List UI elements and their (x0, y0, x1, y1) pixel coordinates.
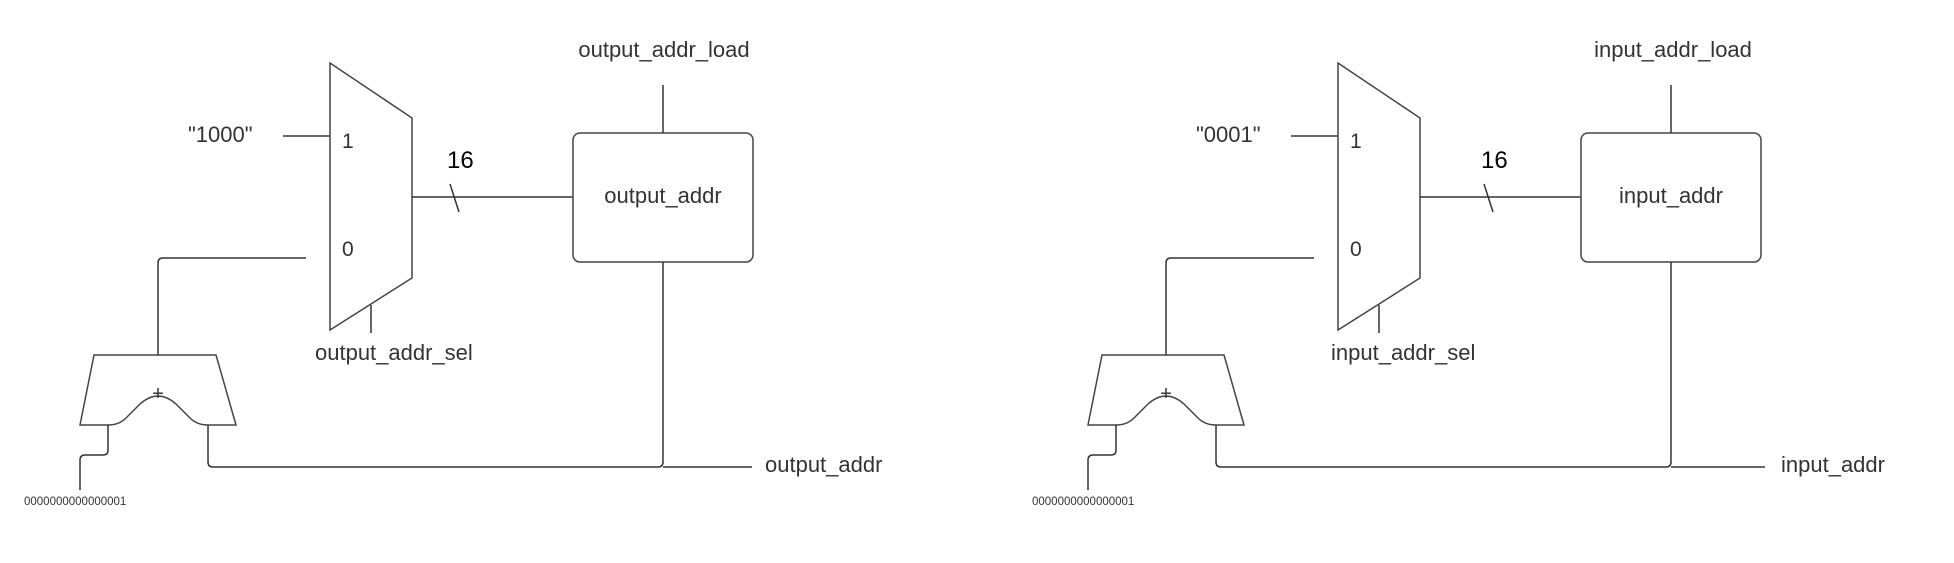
adder (1087, 354, 1245, 426)
adder-op-label: + (152, 383, 164, 405)
mux-input-0-label: 0 (342, 238, 354, 261)
register-label: input_addr (1619, 183, 1723, 208)
increment-wire (1087, 425, 1117, 490)
address-circuit-input: "0001" 1 0 input_addr_sel 16 input_addr … (1032, 37, 1885, 508)
const-input-label: "0001" (1196, 122, 1261, 147)
increment-label: 0000000000000001 (1032, 496, 1134, 508)
output-label: output_addr (765, 452, 882, 477)
load-signal-label: input_addr_load (1594, 37, 1752, 62)
bus-width-label: 16 (447, 147, 474, 174)
adder-output-wire (157, 257, 306, 355)
bus-width-slash (1483, 183, 1494, 213)
mux-input-1-label: 1 (1350, 130, 1362, 153)
select-signal-label: output_addr_sel (315, 340, 473, 365)
multiplexer (1337, 61, 1421, 332)
register-label: output_addr (604, 183, 721, 208)
address-circuit-output: "1000" 1 0 output_addr_sel 16 output_add… (24, 37, 882, 508)
increment-wire (79, 425, 109, 490)
register-output-wire (207, 262, 664, 468)
adder (79, 354, 237, 426)
multiplexer (329, 61, 413, 332)
mux-input-1-label: 1 (342, 130, 354, 153)
select-signal-label: input_addr_sel (1331, 340, 1475, 365)
bus-width-label: 16 (1481, 147, 1508, 174)
adder-output-wire (1165, 257, 1314, 355)
adder-op-label: + (1160, 383, 1172, 405)
output-label: input_addr (1781, 452, 1885, 477)
bus-width-slash (449, 183, 460, 213)
mux-input-0-label: 0 (1350, 238, 1362, 261)
increment-label: 0000000000000001 (24, 496, 126, 508)
load-signal-label: output_addr_load (578, 37, 749, 62)
const-input-label: "1000" (188, 122, 253, 147)
register-output-wire (1215, 262, 1672, 468)
